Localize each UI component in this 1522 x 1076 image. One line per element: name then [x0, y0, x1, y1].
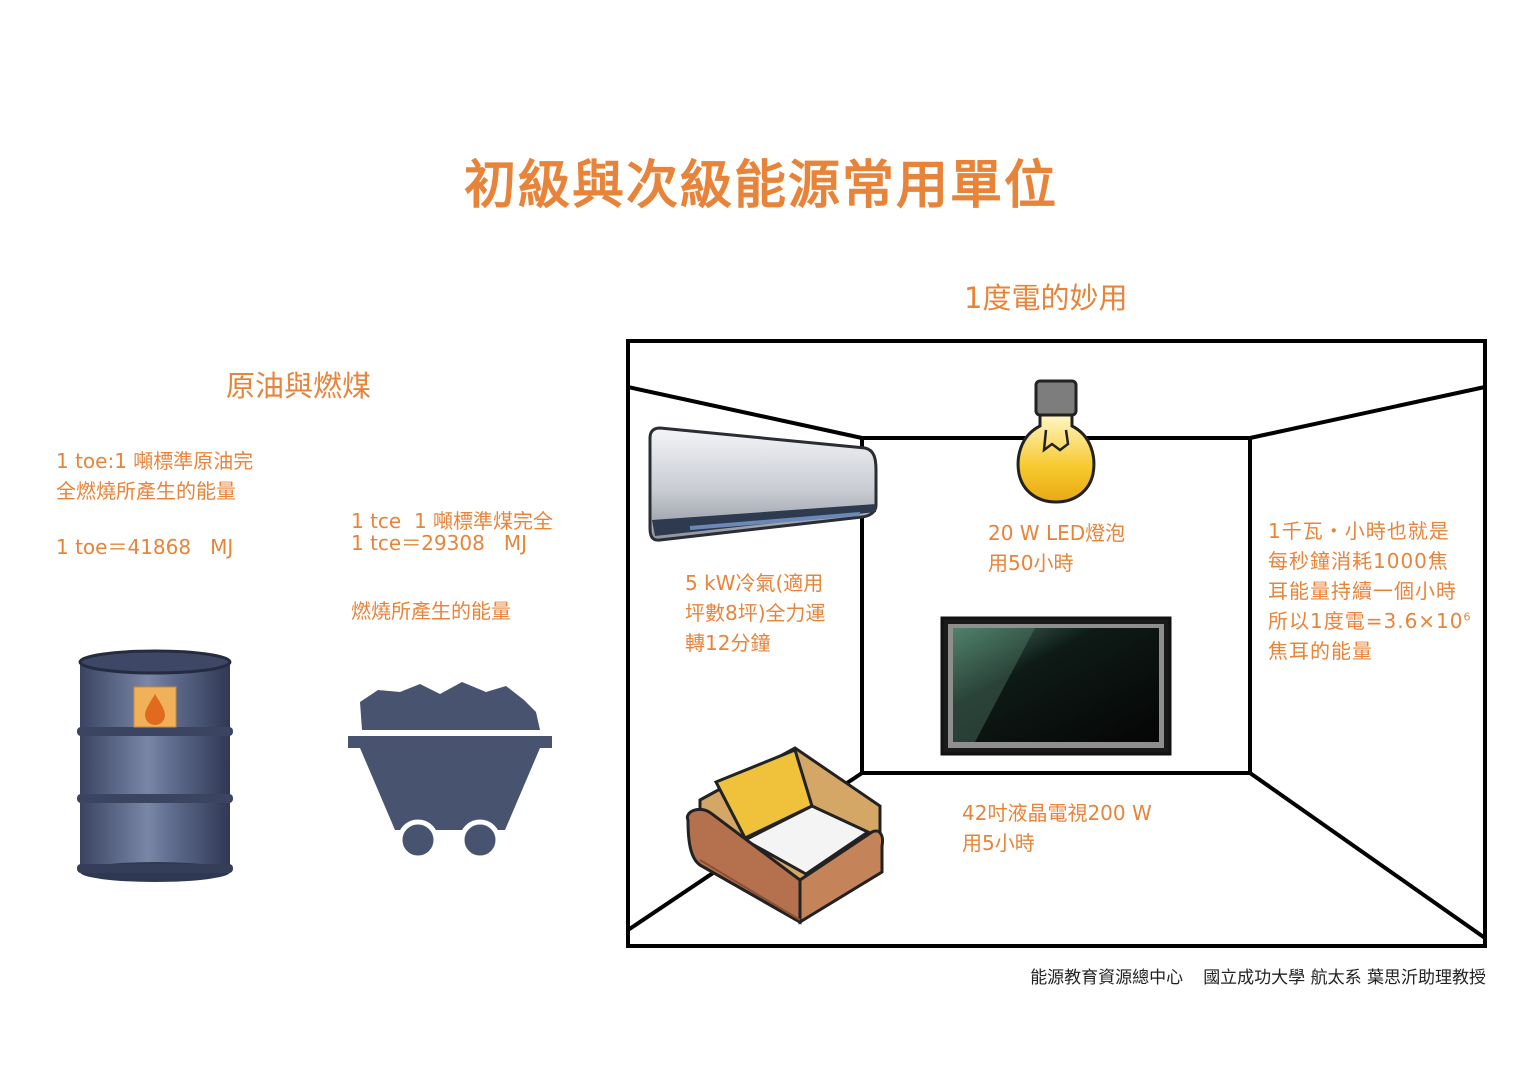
- kwh-explanation: 1千瓦・小時也就是 每秒鐘消耗1000焦 耳能量持續一個小時 所以1度電=3.6…: [1268, 516, 1472, 666]
- toe-definition-line2: 全燃燒所產生的能量: [56, 479, 236, 503]
- toe-value: 1 toe＝41868 MJ: [56, 535, 234, 559]
- right-section-title: 1度電的妙用: [964, 281, 1128, 315]
- toe-definition-line1: 1 toe:1 噸標準原油完: [56, 449, 254, 473]
- main-title: 初級與次級能源常用單位: [463, 156, 1058, 216]
- tce-definition-line1: 1 tce 1 噸標準煤完全: [351, 509, 554, 533]
- armchair-icon: [685, 746, 884, 925]
- tce-value: 1 tce＝29308 MJ: [351, 531, 528, 555]
- coal-cart-icon: [348, 682, 552, 861]
- kwh-text-main: 1千瓦・小時也就是 每秒鐘消耗1000焦 耳能量持續一個小時 所以1度電=3.6…: [1268, 519, 1464, 633]
- bulb-label: 20 W LED燈泡 用50小時: [988, 521, 1126, 575]
- kwh-text-end: 焦耳的能量: [1268, 639, 1373, 663]
- left-section-title: 原油與燃煤: [226, 369, 372, 403]
- light-bulb-icon: [1016, 379, 1096, 504]
- air-conditioner-icon: [648, 426, 878, 542]
- ac-label: 5 kW冷氣(適用 坪數8坪)全力運 轉12分鐘: [685, 571, 826, 655]
- credit-line: 能源教育資源總中心國立成功大學 航太系 葉思沂助理教授: [1010, 964, 1486, 992]
- television-icon: [940, 616, 1172, 756]
- credit-author: 國立成功大學 航太系 葉思沂助理教授: [1203, 968, 1486, 988]
- credit-center: 能源教育資源總中心: [1030, 968, 1184, 988]
- kwh-exponent: 6: [1463, 610, 1472, 624]
- toe-definition: 1 toe:1 噸標準原油完 全燃燒所產生的能量: [56, 446, 253, 506]
- tce-definition-line2: 燃燒所產生的能量: [351, 599, 511, 623]
- oil-barrel-icon: [77, 649, 233, 882]
- tce-definition: 1 tce 1 噸標準煤完全 燃燒所產生的能量: [351, 446, 553, 656]
- tv-label: 42吋液晶電視200 W 用5小時: [962, 801, 1152, 855]
